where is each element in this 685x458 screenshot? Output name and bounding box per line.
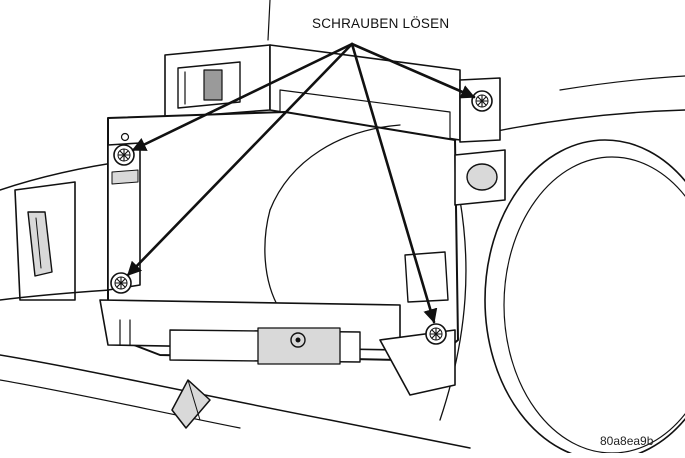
- arrow-to-screw-lower-left: [126, 42, 354, 277]
- connector-housing: [164, 44, 461, 141]
- clip-wedge: [171, 379, 211, 429]
- screw-lower-right: [425, 323, 447, 345]
- callout-arrows: [126, 42, 476, 324]
- arrow-to-screw-upper-left: [131, 42, 354, 152]
- callout-label: SCHRAUBEN LÖSEN: [312, 16, 450, 31]
- screw-top-right: [471, 90, 493, 112]
- module-body: [99, 77, 506, 396]
- arrow-to-screw-lower-right: [350, 42, 438, 324]
- arrow-to-screw-top-right: [350, 42, 476, 99]
- screw-upper-left: [113, 144, 135, 166]
- figure-id: 80a8ea9b: [600, 434, 654, 448]
- screw-lower-left: [110, 272, 132, 294]
- left-vent: [14, 181, 76, 301]
